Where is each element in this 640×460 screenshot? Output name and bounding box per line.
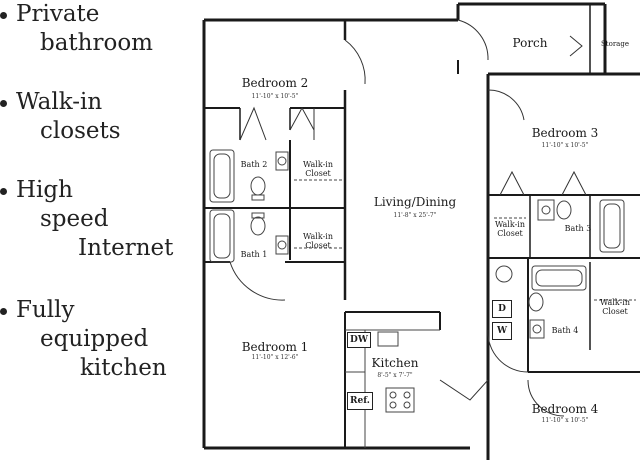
room-bath-2-name: Bath 2 (240, 160, 268, 169)
feature-high-speed-internet: High speed Internet (0, 176, 173, 263)
floor-plan: Bedroom 2 11'-10" x 10'-5" Bedroom 1 11'… (190, 0, 640, 460)
feature-line: Fully (16, 297, 75, 323)
feature-line: speed (40, 206, 109, 232)
room-bedroom-2-dims: 11'-10" x 10'-5" (251, 93, 299, 100)
dryer-label: D (492, 300, 512, 318)
closet-bedroom-2: Walk-in Closet (294, 160, 342, 178)
room-porch-name: Porch (512, 36, 548, 50)
bullet-icon (0, 308, 7, 315)
feature-fully-equipped-kitchen: Fully equipped kitchen (0, 296, 167, 383)
room-bedroom-3-name: Bedroom 3 (531, 126, 599, 140)
feature-line: equipped (40, 326, 149, 352)
bullet-icon (0, 12, 7, 19)
room-bedroom-3-dims: 11'-10" x 10'-5" (541, 142, 589, 149)
feature-line: High (16, 177, 73, 203)
closet-label-line2: Closet (305, 241, 331, 250)
closet-label-line1: Walk-in (303, 160, 333, 169)
room-living-dining-dims: 11'-8" x 25'-7" (393, 212, 437, 219)
washer-label: W (492, 322, 512, 340)
feature-line: closets (40, 118, 121, 144)
room-bedroom-4-dims: 11'-10" x 10'-5" (541, 417, 589, 424)
feature-line: bathroom (40, 30, 153, 56)
room-bedroom-4-name: Bedroom 4 (531, 402, 599, 416)
closet-label-line2: Closet (602, 307, 628, 316)
room-bath-1-name: Bath 1 (240, 250, 268, 259)
bullet-icon (0, 188, 7, 195)
dishwasher-label: DW (347, 332, 371, 348)
closet-bedroom-1: Walk-in Closet (294, 232, 342, 250)
room-living-dining-name: Living/Dining (373, 195, 457, 209)
feature-private-bathroom: Private bathroom (0, 0, 153, 58)
features-list: Private bathroom Walk-in closets High sp… (0, 0, 196, 460)
room-bedroom-1-dims: 11'-10" x 12'-6" (251, 354, 299, 361)
feature-line: Walk-in (16, 89, 103, 115)
closet-label-line1: Walk-in (495, 220, 525, 229)
room-kitchen-dims: 8'-5" x 7'-7" (377, 372, 413, 379)
bullet-icon (0, 100, 7, 107)
closet-bedroom-4: Walk-in Closet (592, 298, 638, 316)
room-bedroom-2-name: Bedroom 2 (241, 76, 309, 90)
refrigerator-label: Ref. (347, 392, 373, 410)
feature-line: kitchen (80, 355, 167, 381)
feature-line: Internet (78, 235, 174, 261)
room-kitchen-name: Kitchen (371, 356, 419, 370)
room-storage-name: Storage (601, 40, 629, 48)
room-bath-3-name: Bath 3 (564, 224, 592, 233)
floor-plan-drawing (202, 2, 640, 460)
closet-label-line1: Walk-in (600, 298, 630, 307)
room-bedroom-1-name: Bedroom 1 (241, 340, 309, 354)
closet-label-line2: Closet (305, 169, 331, 178)
closet-bedroom-3: Walk-in Closet (492, 220, 528, 238)
closet-label-line1: Walk-in (303, 232, 333, 241)
room-bath-4-name: Bath 4 (551, 326, 579, 335)
feature-walk-in-closets: Walk-in closets (0, 88, 121, 146)
closet-label-line2: Closet (497, 229, 523, 238)
feature-line: Private (16, 1, 100, 27)
